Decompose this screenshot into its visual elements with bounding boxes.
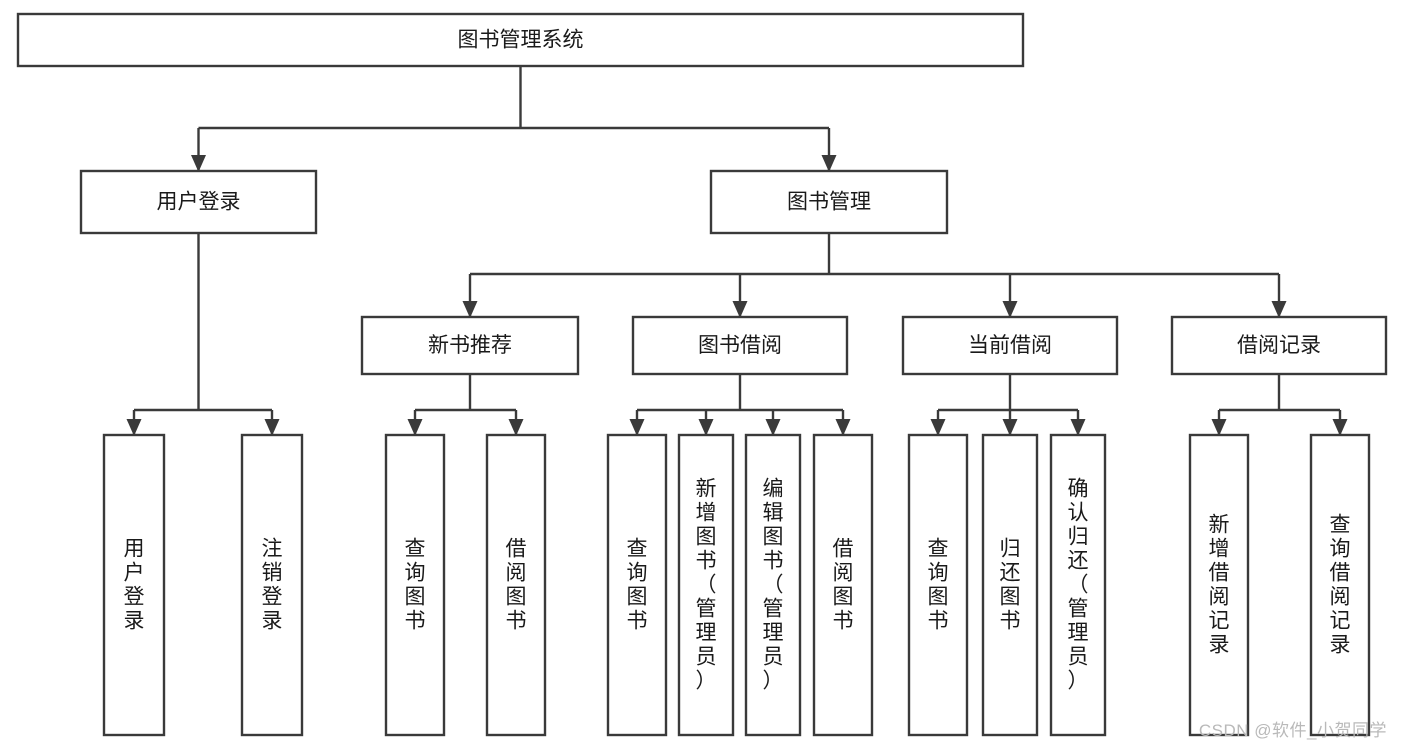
node-借阅图书[interactable]: 借阅图书 [812, 433, 874, 737]
node-label: 查询图书 [405, 538, 426, 633]
arrow-head-icon [629, 419, 645, 436]
arrow-head-icon [1002, 419, 1018, 436]
node-label: 借阅图书 [506, 538, 527, 633]
node-box[interactable] [709, 169, 949, 235]
node-label: 查询图书 [627, 538, 648, 633]
node-label: 借阅记录 [1237, 334, 1321, 357]
arrow-head-icon [835, 419, 851, 436]
node-box[interactable] [981, 433, 1039, 737]
node-用户登录[interactable]: 用户登录 [102, 433, 166, 737]
node-box[interactable] [16, 12, 1025, 68]
node-box[interactable] [485, 433, 547, 737]
node-box[interactable] [631, 315, 849, 376]
arrow-head-icon [732, 301, 748, 318]
node-box[interactable] [744, 433, 802, 737]
node-新增借阅记录[interactable]: 新增借阅记录 [1188, 433, 1250, 737]
arrow-head-icon [462, 301, 478, 318]
node-box[interactable] [1309, 433, 1371, 737]
arrow-head-icon [698, 419, 714, 436]
node-label: 新书推荐 [428, 334, 512, 357]
node-图书管理系统[interactable]: 图书管理系统 [16, 12, 1025, 68]
node-图书管理[interactable]: 图书管理 [709, 169, 949, 235]
node-查询图书[interactable]: 查询图书 [907, 433, 969, 737]
arrow-head-icon [191, 155, 206, 172]
arrow-head-icon [1332, 419, 1348, 436]
arrow-head-icon [508, 419, 524, 436]
arrow-head-icon [1211, 419, 1227, 436]
node-box[interactable] [360, 315, 580, 376]
arrow-head-icon [407, 419, 423, 436]
arrow-head-icon [126, 419, 142, 436]
node-注销登录[interactable]: 注销登录 [240, 433, 304, 737]
node-label: 归还图书 [1000, 538, 1021, 633]
nodes-layer: 图书管理系统用户登录用户登录注销登录图书管理新书推荐查询图书借阅图书图书借阅查询… [16, 12, 1388, 737]
node-label: 图书管理 [787, 191, 871, 214]
node-label: 编辑图书（管理员） [763, 478, 784, 693]
node-label: 新增图书（管理员） [696, 478, 717, 693]
arrow-head-icon [765, 419, 781, 436]
node-图书借阅[interactable]: 图书借阅 [631, 315, 849, 376]
node-label: 图书管理系统 [458, 29, 584, 52]
arrow-head-icon [1070, 419, 1086, 436]
node-label: 确认归还（管理员） [1068, 478, 1089, 693]
arrow-head-icon [821, 155, 837, 172]
arrow-head-icon [1271, 301, 1287, 318]
node-新增图书（管理员）[interactable]: 新增图书（管理员） [677, 433, 735, 737]
node-box[interactable] [102, 433, 166, 737]
node-当前借阅[interactable]: 当前借阅 [901, 315, 1119, 376]
node-label: 注销登录 [262, 538, 283, 633]
arrow-head-icon [264, 419, 280, 436]
node-box[interactable] [384, 433, 446, 737]
node-用户登录[interactable]: 用户登录 [79, 169, 318, 235]
arrow-head-icon [1002, 301, 1018, 318]
node-label: 查询借阅记录 [1330, 514, 1351, 657]
arrow-head-icon [930, 419, 946, 436]
node-box[interactable] [606, 433, 668, 737]
node-借阅记录[interactable]: 借阅记录 [1170, 315, 1388, 376]
node-借阅图书[interactable]: 借阅图书 [485, 433, 547, 737]
connectors-layer [126, 66, 1348, 436]
node-编辑图书（管理员）[interactable]: 编辑图书（管理员） [744, 433, 802, 737]
node-label: 用户登录 [157, 191, 241, 214]
node-新书推荐[interactable]: 新书推荐 [360, 315, 580, 376]
node-box[interactable] [1188, 433, 1250, 737]
node-label: 借阅图书 [833, 538, 854, 633]
node-box[interactable] [812, 433, 874, 737]
node-label: 查询图书 [928, 538, 949, 633]
node-label: 新增借阅记录 [1209, 514, 1230, 657]
node-label: 用户登录 [124, 538, 145, 633]
node-label: 当前借阅 [968, 334, 1052, 357]
node-box[interactable] [677, 433, 735, 737]
node-查询图书[interactable]: 查询图书 [384, 433, 446, 737]
node-box[interactable] [1049, 433, 1107, 737]
node-查询借阅记录[interactable]: 查询借阅记录 [1309, 433, 1371, 737]
node-查询图书[interactable]: 查询图书 [606, 433, 668, 737]
node-box[interactable] [1170, 315, 1388, 376]
node-label: 图书借阅 [698, 334, 782, 357]
node-box[interactable] [79, 169, 318, 235]
node-确认归还（管理员）[interactable]: 确认归还（管理员） [1049, 433, 1107, 737]
node-box[interactable] [240, 433, 304, 737]
node-box[interactable] [907, 433, 969, 737]
node-归还图书[interactable]: 归还图书 [981, 433, 1039, 737]
watermark-text: CSDN @软件_小贺同学 [1198, 721, 1387, 740]
node-box[interactable] [901, 315, 1119, 376]
